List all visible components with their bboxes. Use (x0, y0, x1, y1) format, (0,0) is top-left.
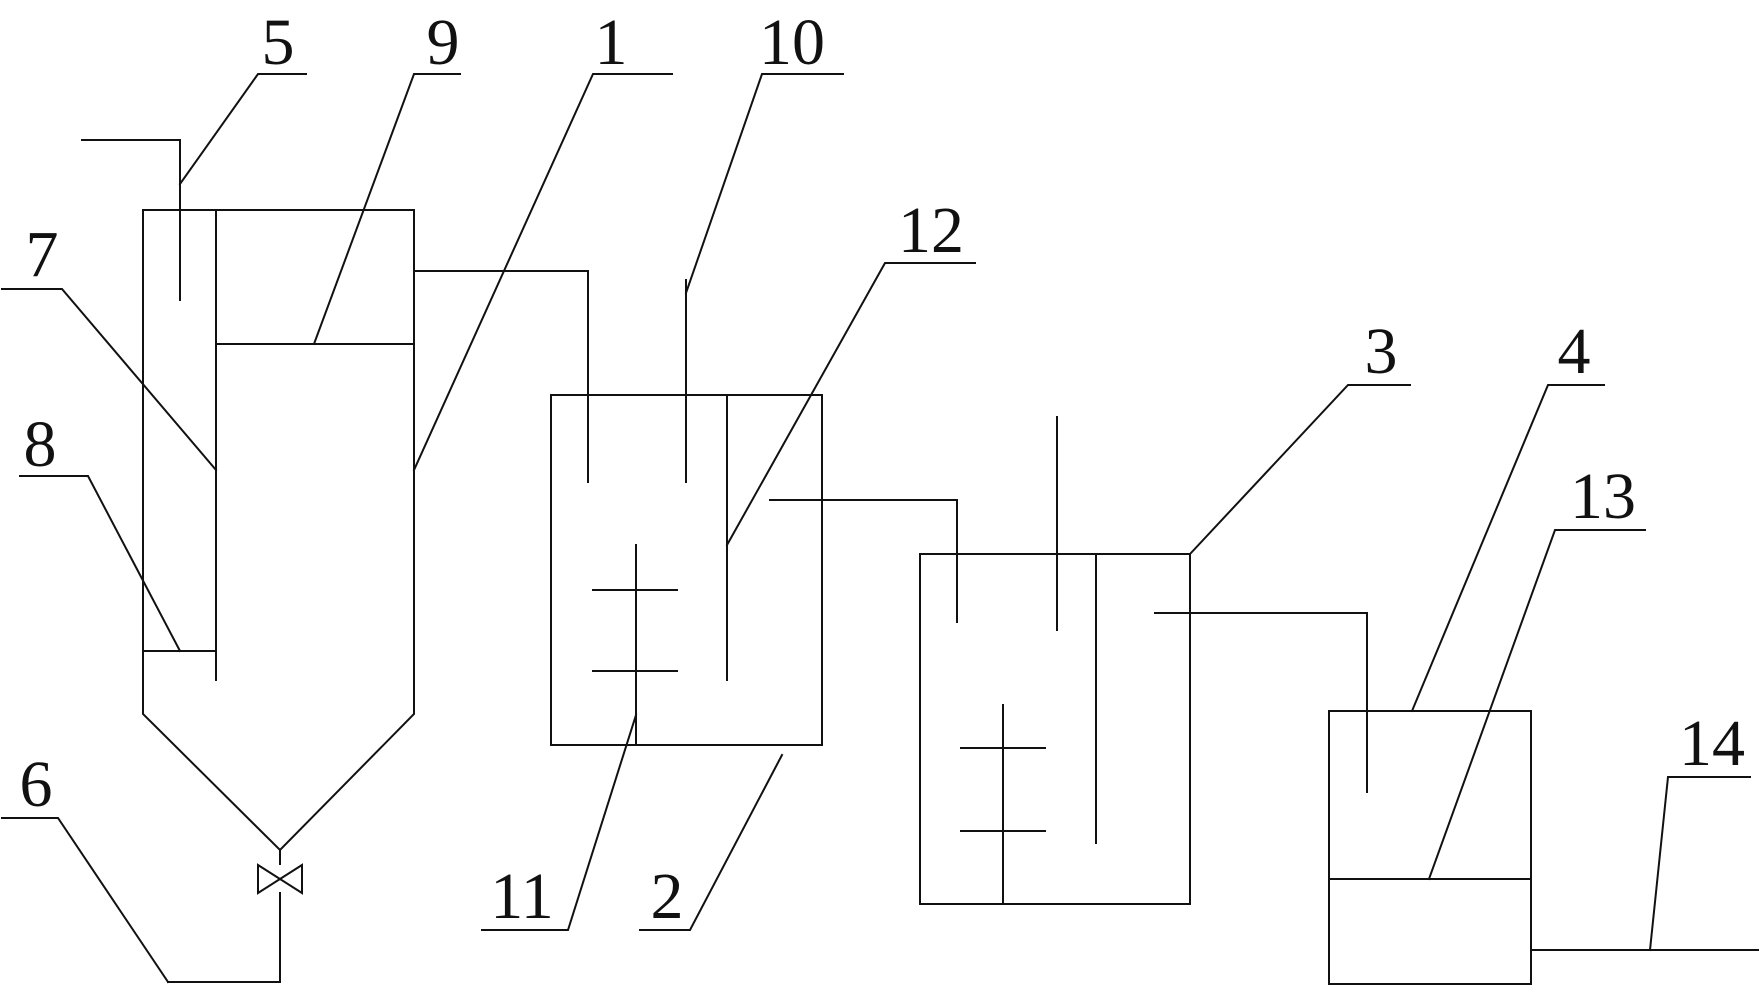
number-labels: 5 9 1 10 12 3 4 13 14 7 8 6 11 2 (20, 6, 1746, 933)
tank-4 (1328, 710, 1759, 985)
label-7: 7 (26, 218, 59, 291)
label-9: 9 (427, 6, 460, 79)
label-14: 14 (1679, 707, 1745, 780)
leader-13 (1427, 529, 1646, 881)
label-8: 8 (24, 408, 57, 481)
label-12: 12 (898, 194, 964, 267)
vessel-1 (81, 139, 415, 983)
leader-7 (1, 288, 218, 472)
pipe-3-to-4 (1154, 612, 1368, 793)
leader-10 (684, 73, 844, 295)
leader-4 (1410, 384, 1605, 713)
leader-5 (178, 73, 307, 186)
label-1: 1 (595, 6, 628, 79)
label-2: 2 (651, 860, 684, 933)
leader-2 (639, 753, 784, 931)
leader-12 (725, 262, 976, 547)
leader-8 (19, 475, 182, 653)
leader-1 (412, 73, 673, 472)
inlet-line-5 (81, 139, 181, 211)
label-5: 5 (262, 6, 295, 79)
leader-lines (1, 73, 1751, 984)
leader-9 (312, 73, 461, 346)
label-10: 10 (759, 6, 825, 79)
label-13: 13 (1570, 460, 1636, 533)
leader-6 (1, 817, 170, 984)
leader-11 (481, 713, 638, 931)
leader-14 (1648, 776, 1751, 952)
leader-3 (1188, 384, 1411, 556)
tank-2 (550, 279, 823, 746)
drain-line-6 (167, 892, 281, 983)
label-4: 4 (1558, 315, 1591, 388)
tank-3 (919, 416, 1191, 905)
label-6: 6 (20, 748, 53, 821)
drain-valve-icon (257, 863, 303, 895)
label-3: 3 (1365, 315, 1398, 388)
pipe-1-to-2 (413, 270, 589, 483)
pipe-2-to-3 (769, 499, 958, 623)
label-11: 11 (490, 860, 554, 933)
